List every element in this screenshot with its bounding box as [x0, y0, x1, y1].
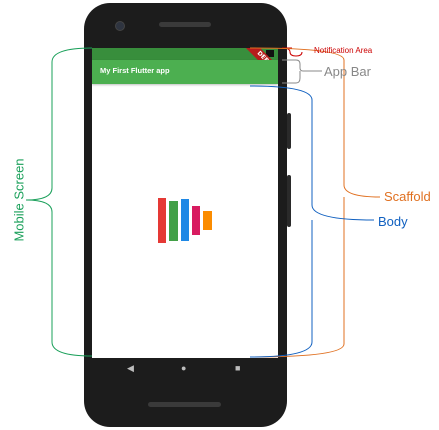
mobile-screen-bracket: [25, 47, 93, 357]
logo-bar-pink: [192, 206, 200, 235]
logo-bar-green: [169, 201, 178, 241]
app-bar: My First Flutter app: [92, 60, 278, 84]
mobile-screen-label: Mobile Screen: [11, 158, 27, 242]
volume-button: [287, 113, 291, 149]
recents-icon[interactable]: ■: [235, 363, 241, 373]
body-bracket: [249, 85, 375, 358]
scaffold-label: Scaffold: [384, 189, 431, 204]
notification-area: [92, 48, 278, 60]
notification-area-label: Notification Area: [314, 46, 373, 55]
app-bar-label: App Bar: [324, 64, 371, 79]
app-bar-bracket: [282, 59, 306, 84]
logo-bar-orange: [203, 211, 212, 230]
top-speaker: [159, 22, 211, 27]
logo-bar-blue: [181, 199, 189, 241]
system-nav-bar: ◀ ● ■: [92, 358, 278, 378]
logo-icon: [158, 198, 212, 243]
front-camera-icon: [115, 21, 125, 31]
status-icons: [266, 50, 274, 57]
scaffold-bracket: [249, 47, 381, 358]
mobile-screen: DEBUG My First Flutter app: [92, 48, 278, 358]
app-bar-title: My First Flutter app: [100, 66, 170, 75]
power-button: [287, 175, 291, 227]
bottom-speaker: [148, 402, 221, 407]
home-icon[interactable]: ●: [181, 363, 187, 373]
back-icon[interactable]: ◀: [127, 363, 134, 373]
body-label: Body: [378, 214, 408, 229]
logo-bar-red: [158, 198, 166, 243]
